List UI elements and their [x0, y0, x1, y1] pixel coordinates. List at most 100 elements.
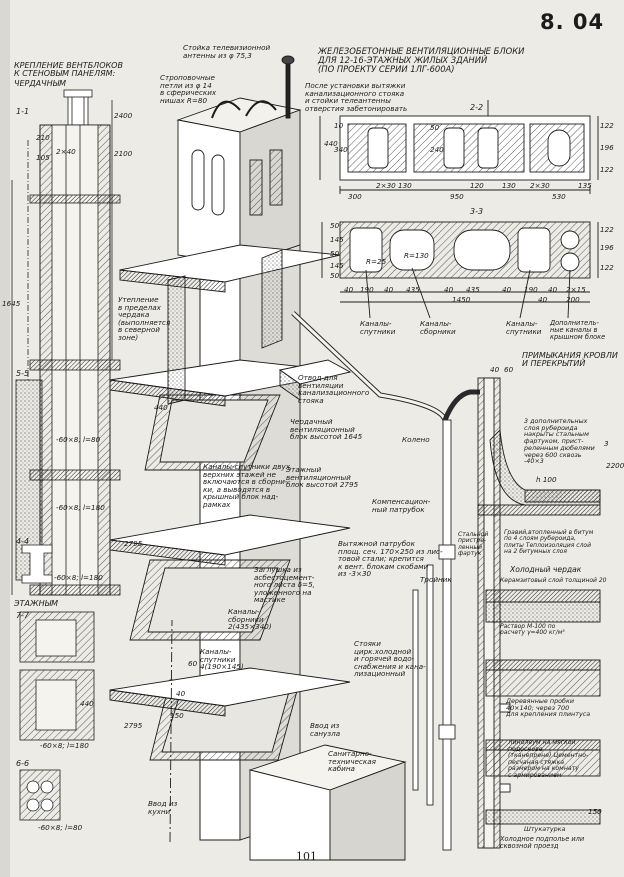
callout-tee: Тройник — [420, 575, 452, 584]
dim-l-440: 440 — [80, 699, 94, 708]
dim-2-left: 300 — [348, 192, 362, 201]
dim-2-h5: 50 — [430, 123, 440, 132]
roof-junctions — [477, 377, 601, 849]
central-isometric — [109, 55, 480, 861]
callout-floor-block: Этажный вентиляционный блок высотой 2795 — [286, 465, 359, 490]
dim-2-h1: 440 — [324, 139, 338, 148]
dim-3-b: 190 — [360, 285, 374, 294]
dim-3-r25: R=25 — [366, 257, 387, 266]
dim-2-h4: 240 — [430, 145, 444, 154]
note-ruberoid: 3 дополнительных слоя рубероида накрыты … — [524, 417, 595, 466]
left-subtitle: ЧЕРДАЧНЫМ — [14, 79, 67, 88]
dim-3-total: 1450 — [452, 295, 471, 304]
note-keramzit: Керамзитовый слой толщиной 20 — [500, 577, 607, 584]
dim-r-3: 3 — [604, 439, 609, 448]
callout-collectors: Каналы- сборники 2(435×340) — [228, 607, 272, 632]
floor-title: ЭТАЖНЫМ — [14, 599, 59, 608]
binding-gutter — [0, 0, 10, 877]
dim-r-40: 40 — [490, 365, 500, 374]
dim-2-a: 120 — [470, 181, 484, 190]
section-4-4: 4-4 — [16, 537, 30, 546]
dim-2-mid: 2×30 130 — [376, 181, 412, 190]
main-title: ЖЕЛЕЗОБЕТОННЫЕ ВЕНТИЛЯЦИОННЫЕ БЛОКИ ДЛЯ … — [318, 46, 525, 74]
callout-loops: Строповочные петли из φ 14 в сферических… — [160, 73, 217, 105]
callout-satellites: Каналы- спутники 4(190×145) — [200, 647, 244, 672]
note-mortar: Раствор М-100 по расчету γ=400 кг/м³ — [500, 623, 565, 637]
dim-3-f: 435 — [466, 285, 480, 294]
note-plaster: Штукатурка — [524, 825, 566, 833]
note-linoleum: Линолеум на мягкой подоснове (тканепрене… — [508, 739, 589, 779]
callout-attic-block: Чердачный вентиляционный блок высотой 16… — [290, 417, 363, 442]
label-channels-extra: Дополнитель- ные каналы в крышном блоке — [550, 319, 606, 341]
callout-risers: Стояки цирк.холодной и горячей водо- сна… — [354, 639, 426, 679]
note-cold-underfloor: Холодное подполье или сквозной проезд — [500, 835, 585, 850]
label-channels-sputniki-2: Каналы- спутники — [506, 319, 542, 336]
dim-3-c: 40 — [384, 285, 394, 294]
dim-c-150: 150 — [170, 711, 184, 720]
left-mounting-elevation — [11, 89, 121, 821]
callout-cabin: Санитарно- техническая кабина — [328, 749, 376, 774]
dim-3-k: 40 — [538, 295, 548, 304]
dim-c-60: 60 — [188, 659, 198, 668]
dim-3-g: 40 — [502, 285, 512, 294]
dim-3-r2: 196 — [600, 243, 614, 252]
dim-l-2x40: 2×40 — [56, 147, 76, 156]
note-wood-plugs: Деревянные пробки 40×140; через 700 для … — [506, 697, 591, 719]
dim-3-j: 2×15 — [566, 285, 586, 294]
dim-l-2400: 2400 — [114, 111, 133, 120]
dim-2-r1: 122 — [600, 121, 614, 130]
dim-3-l: 200 — [566, 295, 580, 304]
dim-l-60x8-b: -60×8; l=180 — [56, 503, 105, 512]
dim-c-2795-a: 2795 — [124, 539, 143, 548]
dim-3-h5: 50 — [330, 271, 340, 280]
dim-3-h3: 50 — [330, 249, 340, 258]
dim-2-h3: 10 — [334, 121, 344, 130]
callout-kitchen-input: Ввод из кухни — [148, 799, 178, 816]
dim-3-h4: 145 — [330, 261, 344, 270]
left-title: КРЕПЛЕНИЕ ВЕНТБЛОКОВ К СТЕНОВЫМ ПАНЕЛЯМ: — [14, 61, 123, 79]
dim-c-440: 440 — [154, 403, 168, 412]
section-2-2: 2-2 — [470, 103, 484, 112]
section-6-6: 6-6 — [16, 759, 30, 768]
dim-3-d: 435 — [406, 285, 420, 294]
dim-r-h100: h 100 — [536, 475, 557, 484]
dim-l-60x8-d: -60×8; l=80 — [38, 823, 83, 832]
note-gravel: Гравий,втопленный в битум по 4 слоям руб… — [504, 529, 594, 555]
dim-r-150: 150 — [588, 807, 602, 816]
sheet-number: 8. 04 — [540, 10, 605, 34]
dim-2-e: 135 — [578, 181, 592, 190]
roof-title: ПРИМЫКАНИЯ КРОВЛИ И ПЕРЕКРЫТИЙ — [522, 351, 618, 369]
section-1-1: 1-1 — [16, 107, 30, 116]
dim-2-overall: 950 — [450, 192, 464, 201]
page-number: 101 — [296, 850, 317, 863]
dim-l-2100: 2100 — [114, 149, 133, 158]
note-cold-attic: Холодный чердак — [510, 565, 582, 574]
dim-2-r3: 122 — [600, 165, 614, 174]
dim-2-b: 130 — [502, 181, 516, 190]
dim-r-2200: 2200 — [606, 461, 624, 470]
dim-2-c: 2×30 — [530, 181, 550, 190]
callout-insulation: Утепление в пределах чердака (выполняетс… — [118, 295, 171, 342]
dim-3-a: 40 — [344, 285, 354, 294]
note-apron: Стальной пристре- ленный фартук — [458, 531, 489, 557]
label-channels-sborniki: Каналы- сборники — [420, 319, 456, 336]
dim-3-e: 40 — [444, 285, 454, 294]
callout-compensator: Компенсацион- ный патрубок — [372, 497, 431, 514]
callout-satellite-note: Каналы-спутники двух верхних этажей не в… — [203, 462, 290, 509]
dim-2-h2: 340 — [334, 145, 348, 154]
dim-3-r130: R=130 — [404, 251, 429, 260]
dim-3-h1: 50 — [330, 221, 340, 230]
dim-3-r1: 122 — [600, 225, 614, 234]
dim-3-h: 190 — [524, 285, 538, 294]
label-channels-sputniki: Каналы- спутники — [360, 319, 396, 336]
dim-c-40: 40 — [176, 689, 186, 698]
dim-3-r3: 122 — [600, 263, 614, 272]
dim-l-105: 105 — [36, 153, 50, 162]
section-3-3: 3-3 — [470, 207, 484, 216]
callout-drain-outlet: Отвод для вентиляции канализационного ст… — [298, 373, 370, 405]
dim-l-60x8-a: -60×8; l=80 — [56, 435, 101, 444]
section-7-7: 7-7 — [16, 611, 30, 620]
sections-2-2-3-3 — [319, 100, 599, 319]
dim-2-r2: 196 — [600, 143, 614, 152]
